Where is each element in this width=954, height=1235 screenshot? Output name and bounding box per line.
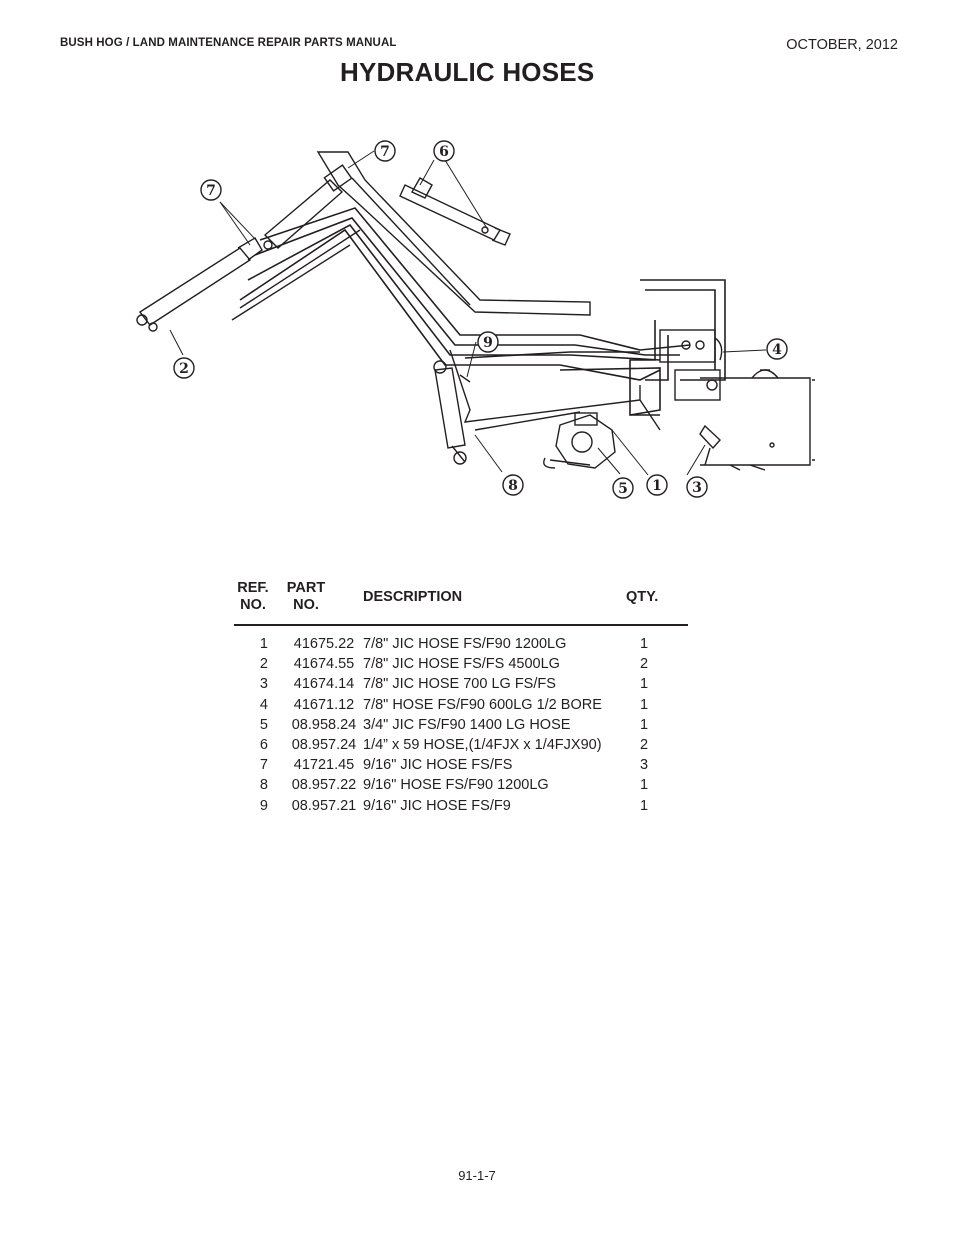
part-no: 41674.14 [293,676,355,693]
table-row: 7 41721.45 9/16" JIC HOSE FS/FS 3 [234,755,688,775]
callout-7-upper: 7 [374,140,396,162]
part-no: 41675.22 [293,636,355,652]
callout-7-left: 7 [200,179,222,201]
qty: 1 [639,676,649,693]
table-row: 1 41675.22 7/8" JIC HOSE FS/F90 1200LG 1 [234,634,688,654]
page-title: HYDRAULIC HOSES [340,57,595,87]
control-valve [659,329,723,401]
svg-text:5: 5 [618,481,628,497]
part-no: 41674.55 [293,656,355,673]
part-no: 08.957.22 [291,777,357,794]
svg-text:7: 7 [380,144,390,160]
qty: 1 [639,777,649,794]
svg-text:2: 2 [179,361,189,377]
main-frame [449,349,661,431]
description: 7/8" JIC HOSE FS/FS 4500LG [363,656,560,673]
callout-4: 4 [766,338,788,360]
table-row: 9 08.957.21 9/16" JIC HOSE FS/F9 1 [234,796,688,816]
description: 9/16" JIC HOSE FS/F9 [363,797,511,814]
page-number: 91-1-7 [458,1168,496,1183]
callout-8: 8 [502,474,524,496]
svg-text:8: 8 [508,478,518,494]
callout-1: 1 [646,474,668,496]
svg-text:3: 3 [692,480,702,496]
hose-lines [239,207,726,416]
description: 7/8" HOSE FS/F90 600LG 1/2 BORE [363,696,602,713]
callout-2: 2 [173,357,195,379]
svg-text:6: 6 [439,144,449,160]
qty: 1 [639,797,649,814]
part-no: 08.957.21 [291,797,357,814]
part-no: 08.957.24 [291,736,357,753]
callout-3: 3 [686,476,708,498]
svg-text:4: 4 [772,342,782,358]
svg-text:1: 1 [652,478,662,494]
ref-no: 1 [259,636,268,652]
part-no: 41721.45 [293,757,355,774]
ref-no-header: REF. NO. [237,580,269,613]
boom-arm [231,151,591,321]
upper-cylinder [263,164,353,250]
part-no: 08.958.24 [291,716,357,733]
ref-no: 5 [259,716,268,733]
qty-header: QTY. [626,589,659,605]
qty: 1 [639,636,649,652]
manual-title: BUSH HOG / LAND MAINTENANCE REPAIR PARTS… [60,37,397,49]
description: 7/8" JIC HOSE FS/F90 1200LG [363,636,567,652]
ref-no: 8 [259,777,268,794]
part-no: 41671.12 [293,696,355,713]
table-row: 3 41674.14 7/8" JIC HOSE 700 LG FS/FS 1 [234,674,688,694]
boom-cylinder [136,237,263,332]
publication-date: OCTOBER, 2012 [786,37,898,53]
ref-no: 4 [259,696,268,713]
description: 7/8" JIC HOSE 700 LG FS/FS [363,676,556,693]
parts-table-header: REF. NO. PART NO. DESCRIPTION QTY. [234,578,688,626]
parts-table: REF. NO. PART NO. DESCRIPTION QTY. 1 416… [234,578,688,816]
pump-assembly [543,412,616,469]
svg-text:7: 7 [206,183,216,199]
qty: 1 [639,696,649,713]
description: 9/16" JIC HOSE FS/FS [363,757,513,774]
callout-balloons: 7 6 7 2 9 4 8 [173,140,788,499]
callout-6: 6 [433,140,455,162]
qty: 2 [639,656,649,673]
table-row: 2 41674.55 7/8" JIC HOSE FS/FS 4500LG 2 [234,654,688,674]
svg-text:9: 9 [483,335,493,351]
hydraulic-tank [699,369,815,471]
description: 1/4” x 59 HOSE,(1/4FJX x 1/4FJX90) [363,736,602,753]
description: 3/4" JIC FS/F90 1400 LG HOSE [363,716,571,733]
qty: 1 [639,716,649,733]
table-row: 5 08.958.24 3/4" JIC FS/F90 1400 LG HOSE… [234,715,688,735]
table-row: 6 08.957.24 1/4” x 59 HOSE,(1/4FJX x 1/4… [234,735,688,755]
table-row: 8 08.957.22 9/16" HOSE FS/F90 1200LG 1 [234,775,688,795]
part-no-header: PART NO. [286,580,326,613]
description-header: DESCRIPTION [363,589,463,605]
parts-table-body: 1 41675.22 7/8" JIC HOSE FS/F90 1200LG 1… [234,634,688,816]
qty: 2 [639,736,649,753]
callout-5: 5 [612,477,634,499]
description: 9/16" HOSE FS/F90 1200LG [363,777,549,794]
callout-9: 9 [477,331,499,353]
hydraulic-hose-diagram: 7 6 7 2 9 4 8 [120,130,840,520]
tilt-cylinder [399,177,511,246]
table-row: 4 41671.12 7/8" HOSE FS/F90 600LG 1/2 BO… [234,695,688,715]
ref-no: 3 [259,676,268,693]
ref-no: 9 [259,797,268,814]
qty: 3 [639,757,649,774]
ref-no: 6 [259,736,268,753]
lift-cylinder [433,360,471,465]
ref-no: 2 [259,656,268,673]
callout-leaders [169,150,767,476]
ref-no: 7 [259,757,268,774]
